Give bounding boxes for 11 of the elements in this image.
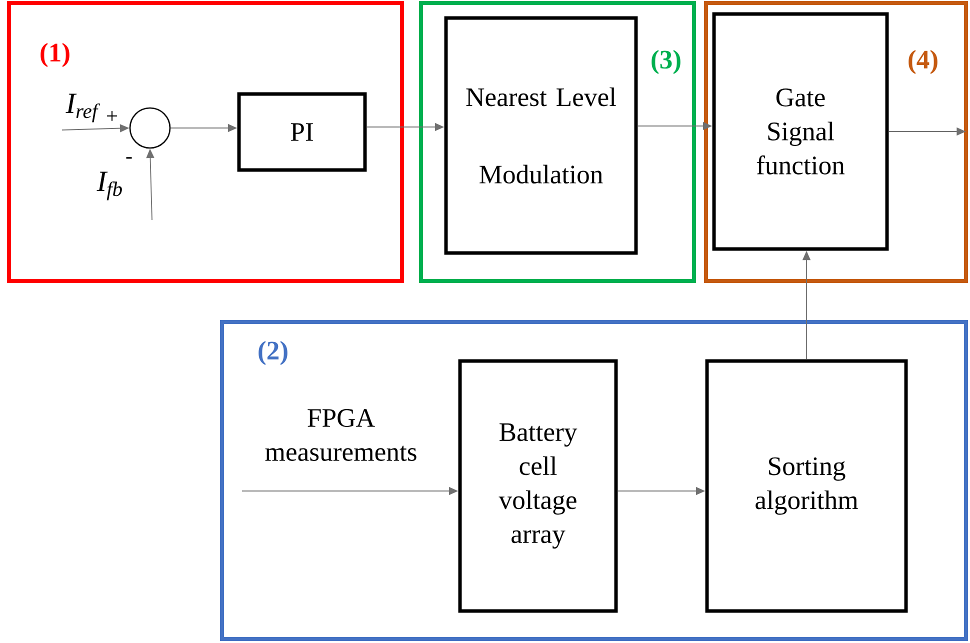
process-box: PI bbox=[237, 92, 367, 172]
signal-label: I$_{fb}$ bbox=[96, 172, 122, 200]
process-box: Sorting algorithm bbox=[705, 359, 908, 613]
process-box: Battery cell voltage array bbox=[458, 359, 618, 613]
signal-label: I$_{ref}$ bbox=[66, 94, 100, 122]
process-box: Gate Signal function bbox=[712, 12, 889, 251]
summing-junction bbox=[129, 107, 171, 149]
sign-label: - bbox=[126, 157, 132, 159]
process-box: Nearest Level Modulation bbox=[444, 16, 638, 255]
sign-label: + bbox=[107, 110, 117, 121]
input-text: FPGA measurements bbox=[265, 409, 416, 461]
